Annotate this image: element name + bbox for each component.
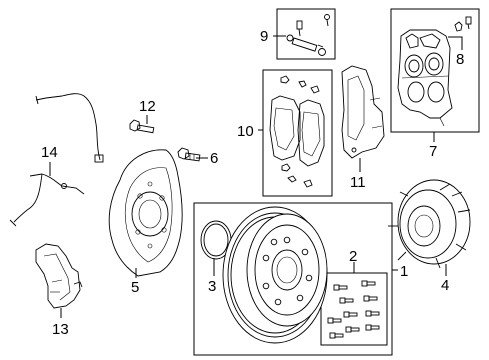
wheel-hub: [388, 179, 471, 269]
brake-pads: [269, 75, 325, 188]
rotor-box: [193, 202, 393, 356]
callout-3: 3: [208, 278, 216, 295]
abs-sensor-wire: [9, 93, 104, 227]
caliper-housing: [397, 29, 453, 127]
dust-shield: [108, 149, 183, 277]
callout-4: 4: [441, 277, 449, 294]
shield-bolt: [129, 119, 155, 134]
callout-10: 10: [237, 123, 254, 140]
callout-6: 6: [210, 150, 218, 167]
callout-1: 1: [400, 263, 408, 280]
callout-2: 2: [349, 248, 357, 265]
rotor-bolts-box: [320, 272, 388, 346]
callout-7: 7: [429, 143, 437, 160]
callout-12: 12: [139, 98, 156, 115]
callout-5: 5: [131, 279, 139, 296]
brake-pads-box: [262, 69, 333, 197]
callout-labels: 1 2 3 4 5 6 7 8 9 10 11 12 13 14: [41, 28, 464, 338]
callout-14: 14: [41, 144, 58, 161]
callout-8: 8: [456, 51, 464, 68]
bolt-kit-box: [276, 8, 336, 60]
callout-13: 13: [52, 321, 69, 338]
callout-11: 11: [350, 174, 366, 191]
brake-rotor: [222, 206, 328, 344]
caliper-box: [390, 8, 480, 133]
guide-pin-bolts: [286, 14, 330, 56]
caliper-bolt: [177, 147, 201, 162]
bleeder-screw: [454, 16, 472, 32]
leader-lines: [49, 35, 463, 318]
caliper-bracket: [341, 65, 385, 159]
wheel-studs: [327, 280, 380, 339]
sensor-bracket: [35, 243, 83, 309]
callout-9: 9: [260, 28, 268, 45]
